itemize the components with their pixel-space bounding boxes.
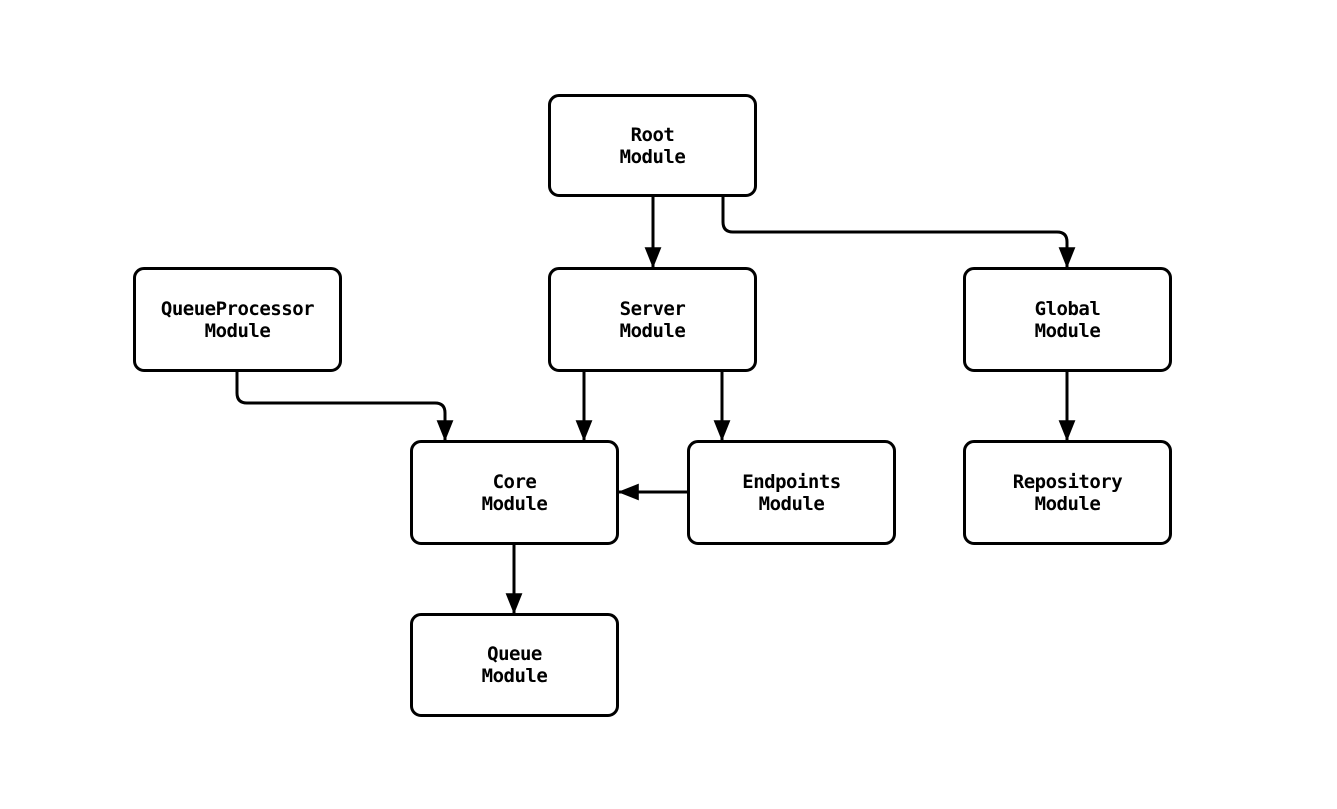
- edge-root-to-global: [721, 197, 1076, 269]
- edge-queueprocessor-to-core: [235, 372, 454, 442]
- node-queueprocessor-module-label: QueueProcessor Module: [160, 297, 315, 342]
- node-server-module: Server Module: [548, 267, 757, 372]
- node-global-module-label: Global Module: [1034, 297, 1101, 342]
- node-endpoints-module: Endpoints Module: [687, 440, 896, 545]
- node-repository-module-label: Repository Module: [1012, 470, 1123, 515]
- node-root-module-label: Root Module: [619, 123, 686, 168]
- node-core-module: Core Module: [410, 440, 619, 545]
- node-queue-module: Queue Module: [410, 613, 619, 717]
- node-root-module: Root Module: [548, 94, 757, 197]
- node-server-module-label: Server Module: [619, 297, 686, 342]
- node-queue-module-label: Queue Module: [481, 643, 548, 687]
- node-repository-module: Repository Module: [963, 440, 1172, 545]
- node-core-module-label: Core Module: [481, 470, 548, 515]
- node-endpoints-module-label: Endpoints Module: [742, 470, 841, 515]
- node-queueprocessor-module: QueueProcessor Module: [133, 267, 342, 372]
- node-global-module: Global Module: [963, 267, 1172, 372]
